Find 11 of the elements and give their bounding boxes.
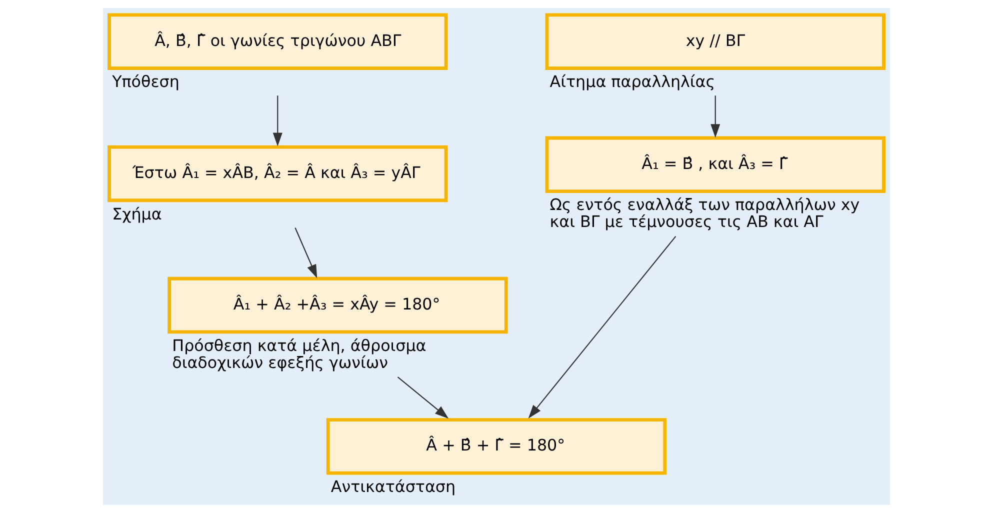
node-label: Ως εντός εναλλάξ των παραλλήλων xy και ΒΓ με τέμνουσες τις ΑΒ και ΑΓ xyxy=(550,195,860,232)
arrow xyxy=(528,236,676,418)
arrow xyxy=(272,96,282,146)
node-label: Πρόσθεση κατά μέλη, άθροισμα διαδοχικών εφεξής γωνίων xyxy=(172,336,426,372)
node-label: Αντικατάσταση xyxy=(330,477,456,496)
node-label: Υπόθεση xyxy=(112,72,180,92)
arrow xyxy=(294,228,318,278)
node-label: Σχήμα xyxy=(112,204,162,224)
node-label: Αίτημα παραλληλίας xyxy=(550,72,716,92)
arrow xyxy=(397,376,449,419)
arrow xyxy=(710,96,720,138)
